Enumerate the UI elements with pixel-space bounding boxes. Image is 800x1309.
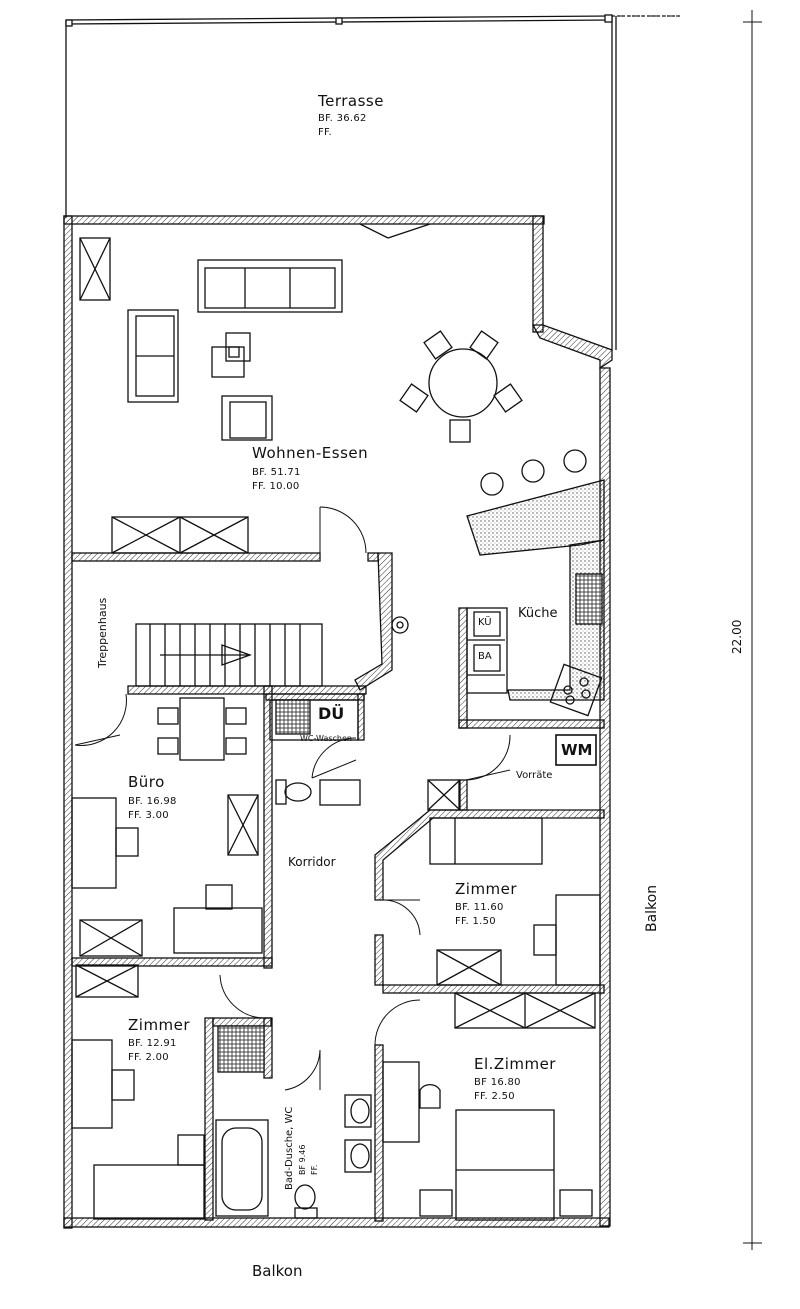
buero-cabinet	[227, 794, 259, 856]
buero-table	[157, 697, 247, 761]
dining-table	[399, 330, 523, 443]
elzimmer-bed	[455, 1109, 555, 1221]
interior-walls	[71, 552, 605, 1222]
zimmer2-ff: FF. 2.00	[128, 1052, 169, 1063]
vorraete-label: Vorräte	[516, 770, 553, 781]
wardrobe-living	[111, 516, 249, 554]
stove-grid	[575, 573, 603, 625]
door-living	[319, 506, 367, 554]
zimmer1-bf: BF. 11.60	[455, 902, 504, 913]
door-wc	[311, 737, 357, 779]
stairs	[135, 623, 323, 687]
buero-bf: BF. 16.98	[128, 796, 177, 807]
buero-wardrobe	[79, 919, 143, 957]
zimmer2-label: Zimmer	[128, 1016, 191, 1034]
du-label: DÜ	[318, 704, 345, 723]
exterior-walls	[63, 215, 613, 1229]
wc-waschen-label: WC-Waschen	[300, 734, 352, 743]
bad-sinks	[344, 1094, 372, 1173]
korridor-label: Korridor	[288, 855, 336, 869]
wm-label: WM	[561, 741, 593, 759]
bad-toilet	[294, 1184, 318, 1219]
zimmer2-bf: BF. 12.91	[128, 1038, 177, 1049]
terrace-door	[359, 223, 431, 239]
buero-ff: FF. 3.00	[128, 810, 169, 821]
kueche-ku: KÜ	[478, 617, 492, 628]
sofa-top	[197, 259, 343, 313]
treppenhaus-label: Treppenhaus	[96, 597, 109, 668]
zimmer2-wardrobe	[75, 964, 139, 998]
terrasse-label: Terrasse	[318, 92, 384, 110]
coffee-table	[211, 332, 251, 378]
zimmer2-bed	[93, 1134, 205, 1220]
bad-ff: FF.	[310, 1164, 319, 1175]
door-treppenhaus	[74, 693, 127, 746]
shower-tray	[275, 699, 311, 735]
bad-shower	[217, 1025, 265, 1073]
door-zimmer1	[382, 899, 421, 936]
balkon-bottom-label: Balkon	[252, 1262, 303, 1280]
door-vorraete	[465, 734, 511, 781]
terrasse-ff: FF.	[318, 127, 332, 138]
elzimmer-bf: BF 16.80	[474, 1077, 521, 1088]
elzimmer-wardrobe	[454, 992, 596, 1029]
zimmer1-desk	[533, 894, 601, 986]
buero-desk-bottom	[173, 884, 263, 954]
elzimmer-label: El.Zimmer	[474, 1055, 556, 1073]
buero-desk-left	[71, 797, 139, 889]
zimmer1-label: Zimmer	[455, 880, 518, 898]
bad-bf: BF 9.46	[298, 1144, 307, 1175]
bad-label: Bad-Dusche, WC	[284, 1106, 295, 1190]
wohnen-ff: FF. 10.00	[252, 481, 300, 492]
vorraete-window	[427, 779, 461, 811]
wm-box	[555, 734, 597, 766]
dimension-line	[620, 10, 762, 1250]
balkon-right-label: Balkon	[644, 884, 660, 932]
cooktop	[549, 663, 603, 717]
wohnen-label: Wohnen-Essen	[252, 444, 369, 462]
zimmer1-wardrobe	[436, 949, 502, 986]
dimension-label: 22.00	[730, 619, 744, 654]
wohnen-bf: BF. 51.71	[252, 467, 301, 478]
armchair	[221, 395, 273, 441]
window-living-top-left	[79, 237, 111, 301]
range-hood-symbol	[391, 616, 409, 634]
wc-waschen-box	[269, 699, 359, 741]
elzimmer-ff: FF. 2.50	[474, 1091, 515, 1102]
bar-stools	[480, 449, 587, 496]
zimmer2-desk	[71, 1039, 135, 1129]
sofa-left	[127, 309, 179, 403]
door-bad	[284, 1049, 321, 1091]
buero-label: Büro	[128, 773, 165, 791]
elzimmer-nightstands	[419, 1189, 593, 1217]
elzimmer-desk	[382, 1061, 441, 1143]
zimmer1-bed	[429, 817, 543, 865]
bathtub	[215, 1119, 269, 1217]
wc-toilet	[275, 779, 361, 806]
terrace-outline	[65, 14, 680, 350]
zimmer1-ff: FF. 1.50	[455, 916, 496, 927]
kitchen-units	[466, 607, 508, 694]
door-buero-bottom	[219, 974, 265, 1019]
terrasse-bf: BF. 36.62	[318, 113, 367, 124]
kueche-label: Küche	[518, 606, 558, 621]
kueche-ba: BA	[478, 651, 492, 662]
door-elzimmer	[374, 999, 421, 1046]
